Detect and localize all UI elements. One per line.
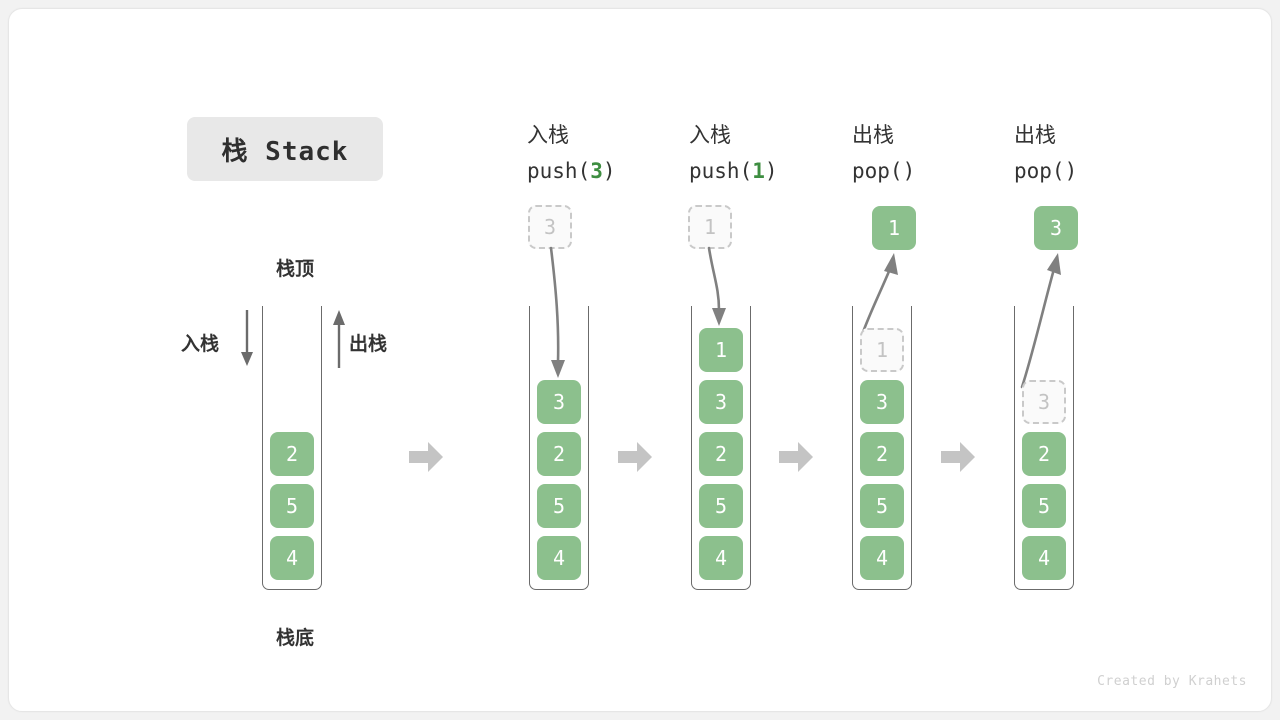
stack-bottom-label: 栈底 bbox=[275, 627, 314, 649]
op-code-arg: 3 bbox=[590, 159, 603, 183]
title-badge: 栈 Stack bbox=[187, 117, 383, 181]
push-curve-arrow-icon bbox=[689, 244, 749, 334]
op-code-prefix: pop( bbox=[1014, 159, 1065, 183]
column-header-1: 入栈 push(1) bbox=[689, 117, 778, 189]
stack-container-2: 1 3 2 5 4 bbox=[852, 306, 912, 590]
column-header-3: 出栈 pop() bbox=[1014, 117, 1077, 189]
stack-cell: 3 bbox=[699, 380, 743, 424]
flow-arrow-icon bbox=[941, 442, 975, 472]
credit-text: Created by Krahets bbox=[1097, 674, 1247, 689]
stack-cell: 5 bbox=[1022, 484, 1066, 528]
stack-container-1: 1 3 2 5 4 bbox=[691, 306, 751, 590]
column-header-0: 入栈 push(3) bbox=[527, 117, 616, 189]
outgoing-ghost-cell: 3 bbox=[1022, 380, 1066, 424]
stack-cell: 2 bbox=[860, 432, 904, 476]
flow-arrow-icon bbox=[779, 442, 813, 472]
title-text: 栈 Stack bbox=[221, 136, 349, 167]
diagram-canvas: 栈 Stack 栈顶 栈底 入栈 出栈 2 5 4 入栈 pus bbox=[8, 8, 1272, 712]
push-direction-label: 入栈 bbox=[181, 333, 220, 355]
incoming-ghost-cell: 3 bbox=[528, 205, 572, 249]
stack-cell: 2 bbox=[270, 432, 314, 476]
popped-cell: 3 bbox=[1034, 206, 1078, 250]
op-code-suffix: ) bbox=[1064, 159, 1078, 183]
stack-cell: 1 bbox=[699, 328, 743, 372]
op-code-suffix: ) bbox=[902, 159, 916, 183]
stack-cell: 5 bbox=[270, 484, 314, 528]
stack-cell: 3 bbox=[537, 380, 581, 424]
reference-stack-container: 2 5 4 bbox=[262, 306, 322, 590]
op-code-prefix: pop( bbox=[852, 159, 903, 183]
outgoing-ghost-cell: 1 bbox=[860, 328, 904, 372]
column-header-2: 出栈 pop() bbox=[852, 117, 915, 189]
stack-cell: 5 bbox=[537, 484, 581, 528]
op-name-cn: 出栈 bbox=[1014, 123, 1056, 147]
stack-container-3: 3 2 5 4 bbox=[1014, 306, 1074, 590]
op-code-prefix: push( bbox=[689, 159, 753, 183]
stack-cell: 3 bbox=[860, 380, 904, 424]
stack-cell: 5 bbox=[860, 484, 904, 528]
push-direction-arrow-icon bbox=[235, 308, 259, 370]
pop-direction-label: 出栈 bbox=[349, 333, 388, 355]
op-name-cn: 入栈 bbox=[689, 123, 731, 147]
stack-cell: 4 bbox=[860, 536, 904, 580]
op-code-suffix: ) bbox=[764, 159, 778, 183]
stack-cell: 4 bbox=[270, 536, 314, 580]
stack-cell: 2 bbox=[699, 432, 743, 476]
popped-cell: 1 bbox=[872, 206, 916, 250]
stack-cell: 4 bbox=[1022, 536, 1066, 580]
stack-cell: 5 bbox=[699, 484, 743, 528]
stack-cell: 2 bbox=[1022, 432, 1066, 476]
stack-cell: 2 bbox=[537, 432, 581, 476]
stack-top-label: 栈顶 bbox=[275, 258, 314, 280]
stack-container-0: 3 2 5 4 bbox=[529, 306, 589, 590]
op-name-cn: 入栈 bbox=[527, 123, 569, 147]
stack-cell: 4 bbox=[537, 536, 581, 580]
op-code-prefix: push( bbox=[527, 159, 591, 183]
incoming-ghost-cell: 1 bbox=[688, 205, 732, 249]
pop-direction-arrow-icon bbox=[327, 308, 351, 370]
op-name-cn: 出栈 bbox=[852, 123, 894, 147]
flow-arrow-icon bbox=[409, 442, 443, 472]
push-curve-arrow-icon bbox=[529, 244, 589, 384]
flow-arrow-icon bbox=[618, 442, 652, 472]
stack-cell: 4 bbox=[699, 536, 743, 580]
pop-curve-arrow-icon bbox=[1009, 249, 1079, 391]
op-code-suffix: ) bbox=[602, 159, 616, 183]
op-code-arg: 1 bbox=[752, 159, 765, 183]
